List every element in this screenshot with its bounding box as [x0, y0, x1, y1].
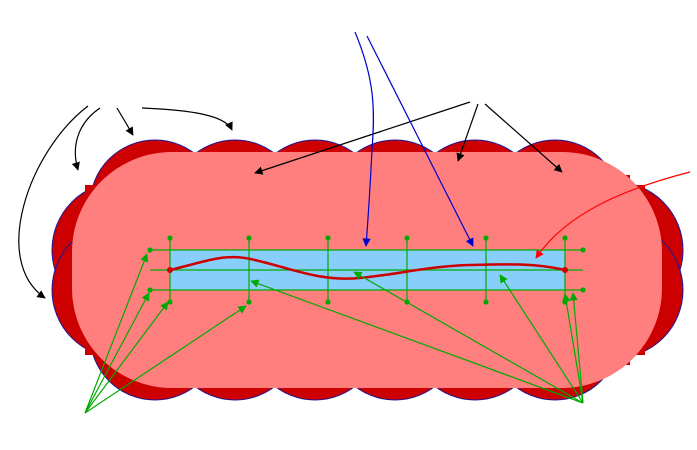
green-grid: [147, 235, 586, 305]
curve-end-dot: [562, 267, 568, 273]
curve-start-dot: [167, 267, 173, 273]
green-arrows-left: [84, 253, 247, 414]
black-arrows-right: [254, 101, 563, 175]
red-arrow: [535, 171, 691, 259]
black-arrows-left: [18, 105, 233, 299]
green-arrows-right: [250, 271, 584, 404]
blue-arrows: [354, 31, 474, 247]
